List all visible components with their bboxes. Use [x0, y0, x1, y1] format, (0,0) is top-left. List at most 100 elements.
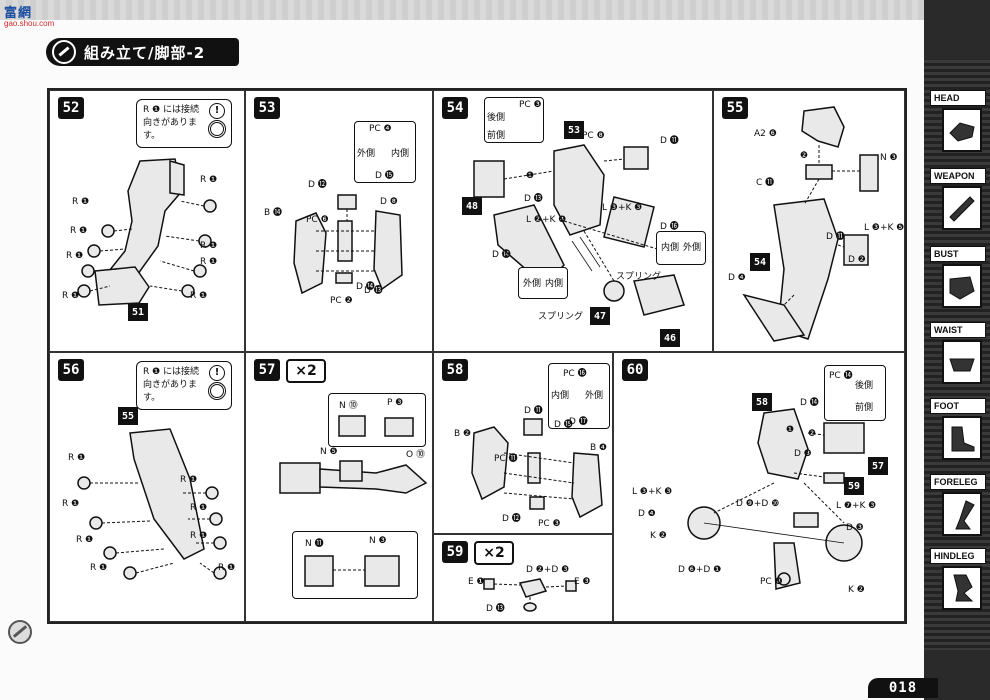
sidebar-item-foot[interactable]: FOOT [930, 398, 986, 468]
part-label: K ❷ [848, 585, 865, 595]
part-label: R ❶ [190, 291, 208, 301]
watermark: 富網 gao.shou.com [4, 2, 54, 28]
part-label: D ❸ [794, 449, 812, 459]
direction-inset: PC ❸ 後側 前側 [484, 97, 544, 143]
callout-step: 58 [752, 393, 772, 411]
inset-label: 内側 [661, 243, 680, 253]
inset-label: PC ⓮ [829, 371, 853, 381]
callout-step: 54 [750, 253, 770, 271]
part-label: D ❻+D ❶ [678, 565, 722, 575]
step-53-panel: 53 PC ❹ 外側 内側 D ⓯ D ⓬ B ⓮ PC ❻ D ❽ D ⓭ P… [245, 90, 433, 352]
part-label: D ⓮ [800, 398, 819, 408]
step-52-panel: 52 R ❶ には接続 向きがあります。 ! R ❶ R [49, 90, 245, 352]
inset-label: 内側 [551, 391, 570, 401]
part-label: PC ❻ [306, 215, 329, 225]
sidebar-item-label: FOOT [930, 398, 986, 414]
hindleg-icon [942, 566, 982, 610]
part-label: D ⓬ [502, 514, 521, 524]
part-label: PC ❷ [330, 296, 353, 306]
step-number: 56 [58, 359, 84, 381]
step-54-panel: 54 PC ❸ 後側 前側 53 48 47 46 [433, 90, 713, 352]
part-label: D ⓰ [660, 222, 679, 232]
part-label: L ❸+K ❸ [602, 203, 643, 213]
rail-illustration [279, 460, 428, 494]
quantity-badge: ×2 [286, 359, 326, 383]
part-label: D ⓮ [356, 282, 375, 292]
part-label: R ❶ [90, 563, 108, 573]
step-60-panel: 60 PC ⓮ 後側 前側 58 57 59 D [613, 352, 905, 622]
note-line: R ❶ には接続 [143, 367, 200, 377]
inset-label: N ⓫ [305, 539, 324, 549]
part-label: B ⓮ [264, 208, 283, 218]
step-number: 58 [442, 359, 468, 381]
note-line: R ❶ には接続 [143, 105, 200, 115]
part-label: PC ❸ [538, 519, 561, 529]
ring-icon [208, 120, 226, 138]
part-label: R ❶ [190, 531, 208, 541]
part-label: D ⓭ [524, 194, 543, 204]
sidebar-item-bust[interactable]: BUST [930, 246, 986, 316]
screw-icon [8, 620, 32, 644]
part-label: R ❶ [200, 241, 218, 251]
spring-label: スプリング [616, 272, 662, 282]
part-label: PC ❽ [760, 577, 783, 587]
part-label: R ❶ [200, 175, 218, 185]
part-label: D ❽ [380, 197, 398, 207]
foreleg-icon [942, 492, 982, 536]
inset-label: PC ⓰ [563, 369, 587, 379]
part-label: ❷ [808, 429, 817, 439]
part-label: L ❼+K ❸ [836, 501, 877, 511]
note-line: 向きがあります。 [143, 118, 198, 141]
ring-icon [208, 382, 226, 400]
callout-step: 51 [128, 303, 148, 321]
step-number: 59 [442, 541, 468, 563]
part-label: R ❶ [62, 499, 80, 509]
part-label: K ❷ [650, 531, 667, 541]
callout-step: 48 [462, 197, 482, 215]
sidebar-item-weapon[interactable]: WEAPON [930, 168, 986, 238]
callout-step: 47 [590, 307, 610, 325]
part-label: D ⓬ [308, 180, 327, 190]
foot-icon [942, 416, 982, 460]
step-number: 57 [254, 359, 280, 381]
callout-step: 55 [118, 407, 138, 425]
part-label: R ❶ [70, 226, 88, 236]
callout-step: 59 [844, 477, 864, 495]
connection-note: R ❶ には接続 向きがあります。 ! [136, 99, 232, 148]
callout-step: 53 [564, 121, 584, 139]
sidebar-item-waist[interactable]: WAIST [930, 322, 986, 392]
head-icon [942, 108, 982, 152]
part-label: L ❷+K ❹ [526, 215, 567, 225]
inset-label: 前側 [487, 131, 506, 141]
part-label: C ⓫ [756, 178, 775, 188]
part-label: N ❸ [880, 153, 898, 163]
part-label: R ❶ [68, 453, 86, 463]
part-label: E ❸ [574, 577, 591, 587]
part-label: D ❸ [846, 523, 864, 533]
step-number: 53 [254, 97, 280, 119]
part-label: D ❹ [728, 273, 746, 283]
frame-assembly-illustration [293, 194, 403, 295]
sidebar-item-label: BUST [930, 246, 986, 262]
inset-label: 前側 [855, 403, 874, 413]
sidebar-item-foreleg[interactable]: FORELEG [930, 474, 986, 544]
orientation-inset: PC ❹ 外側 内側 D ⓯ [354, 121, 416, 183]
watermark-sub: gao.shou.com [4, 19, 55, 28]
step-59-panel: 59 ×2 E ❶ D ❷+D ❸ E ❸ D ⓭ [433, 534, 613, 622]
part-label: D ⓮ [492, 250, 511, 260]
step-number: 52 [58, 97, 84, 119]
section-title: 組み立て/脚部-2 [84, 43, 206, 62]
connection-note: R ❶ には接続 向きがあります。 ! [136, 361, 232, 410]
orientation-inset: 外側 内側 [518, 267, 568, 299]
direction-inset: PC ⓮ 後側 前側 [824, 365, 886, 421]
leg-assembly-illustration [77, 428, 227, 580]
step-55-panel: 55 A2 ❻ ❷ C ⓫ N ❸ D ⓫ L ❸+K ❺ D ❹ D ❷ 54 [713, 90, 905, 352]
part-label: ❶ [786, 425, 795, 435]
sidebar-item-head[interactable]: HEAD [930, 90, 986, 160]
inset-label: D ⓱ [569, 417, 588, 427]
sidebar-item-label: FORELEG [930, 474, 986, 490]
sidebar-item-hindleg[interactable]: HINDLEG [930, 548, 986, 618]
part-label: D ❷+D ❸ [526, 565, 570, 575]
part-label: B ❷ [454, 429, 472, 439]
small-parts-illustration [483, 578, 577, 612]
